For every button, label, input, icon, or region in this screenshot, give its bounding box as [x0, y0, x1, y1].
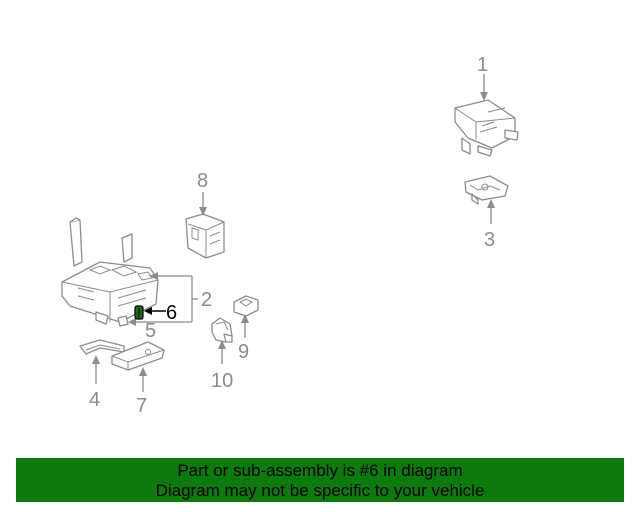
banner-line-disclaimer: Diagram may not be specific to your vehi…: [155, 481, 485, 500]
part-5-clip[interactable]: [117, 315, 129, 327]
part-8-relay[interactable]: [185, 213, 225, 259]
part-7-box-cover[interactable]: [111, 341, 165, 371]
callout-6[interactable]: 6: [166, 302, 177, 324]
part-1-sensor-module[interactable]: [454, 99, 519, 157]
callout-2[interactable]: 2: [201, 289, 212, 311]
callout-4[interactable]: 4: [89, 389, 100, 411]
part-10-sensor[interactable]: [211, 317, 233, 343]
part-9-connector[interactable]: [233, 295, 259, 317]
callout-10[interactable]: 10: [211, 370, 233, 392]
callout-7[interactable]: 7: [136, 395, 147, 417]
callout-8[interactable]: 8: [197, 170, 208, 192]
parts-diagram: 1 3 8 2 5: [61, 54, 519, 417]
part-2-junction-block[interactable]: [61, 217, 159, 325]
callout-3[interactable]: 3: [484, 229, 495, 251]
info-banner: Part or sub-assembly is #6 in diagram Di…: [16, 458, 624, 502]
part-6-fuse[interactable]: [134, 305, 144, 320]
part-4-cover[interactable]: [79, 339, 125, 355]
callout-9[interactable]: 9: [238, 341, 249, 363]
part-3-bracket[interactable]: [464, 175, 509, 205]
banner-line-part: Part or sub-assembly is #6 in diagram: [177, 461, 463, 480]
callout-5[interactable]: 5: [145, 320, 156, 342]
callout-1[interactable]: 1: [477, 54, 488, 76]
